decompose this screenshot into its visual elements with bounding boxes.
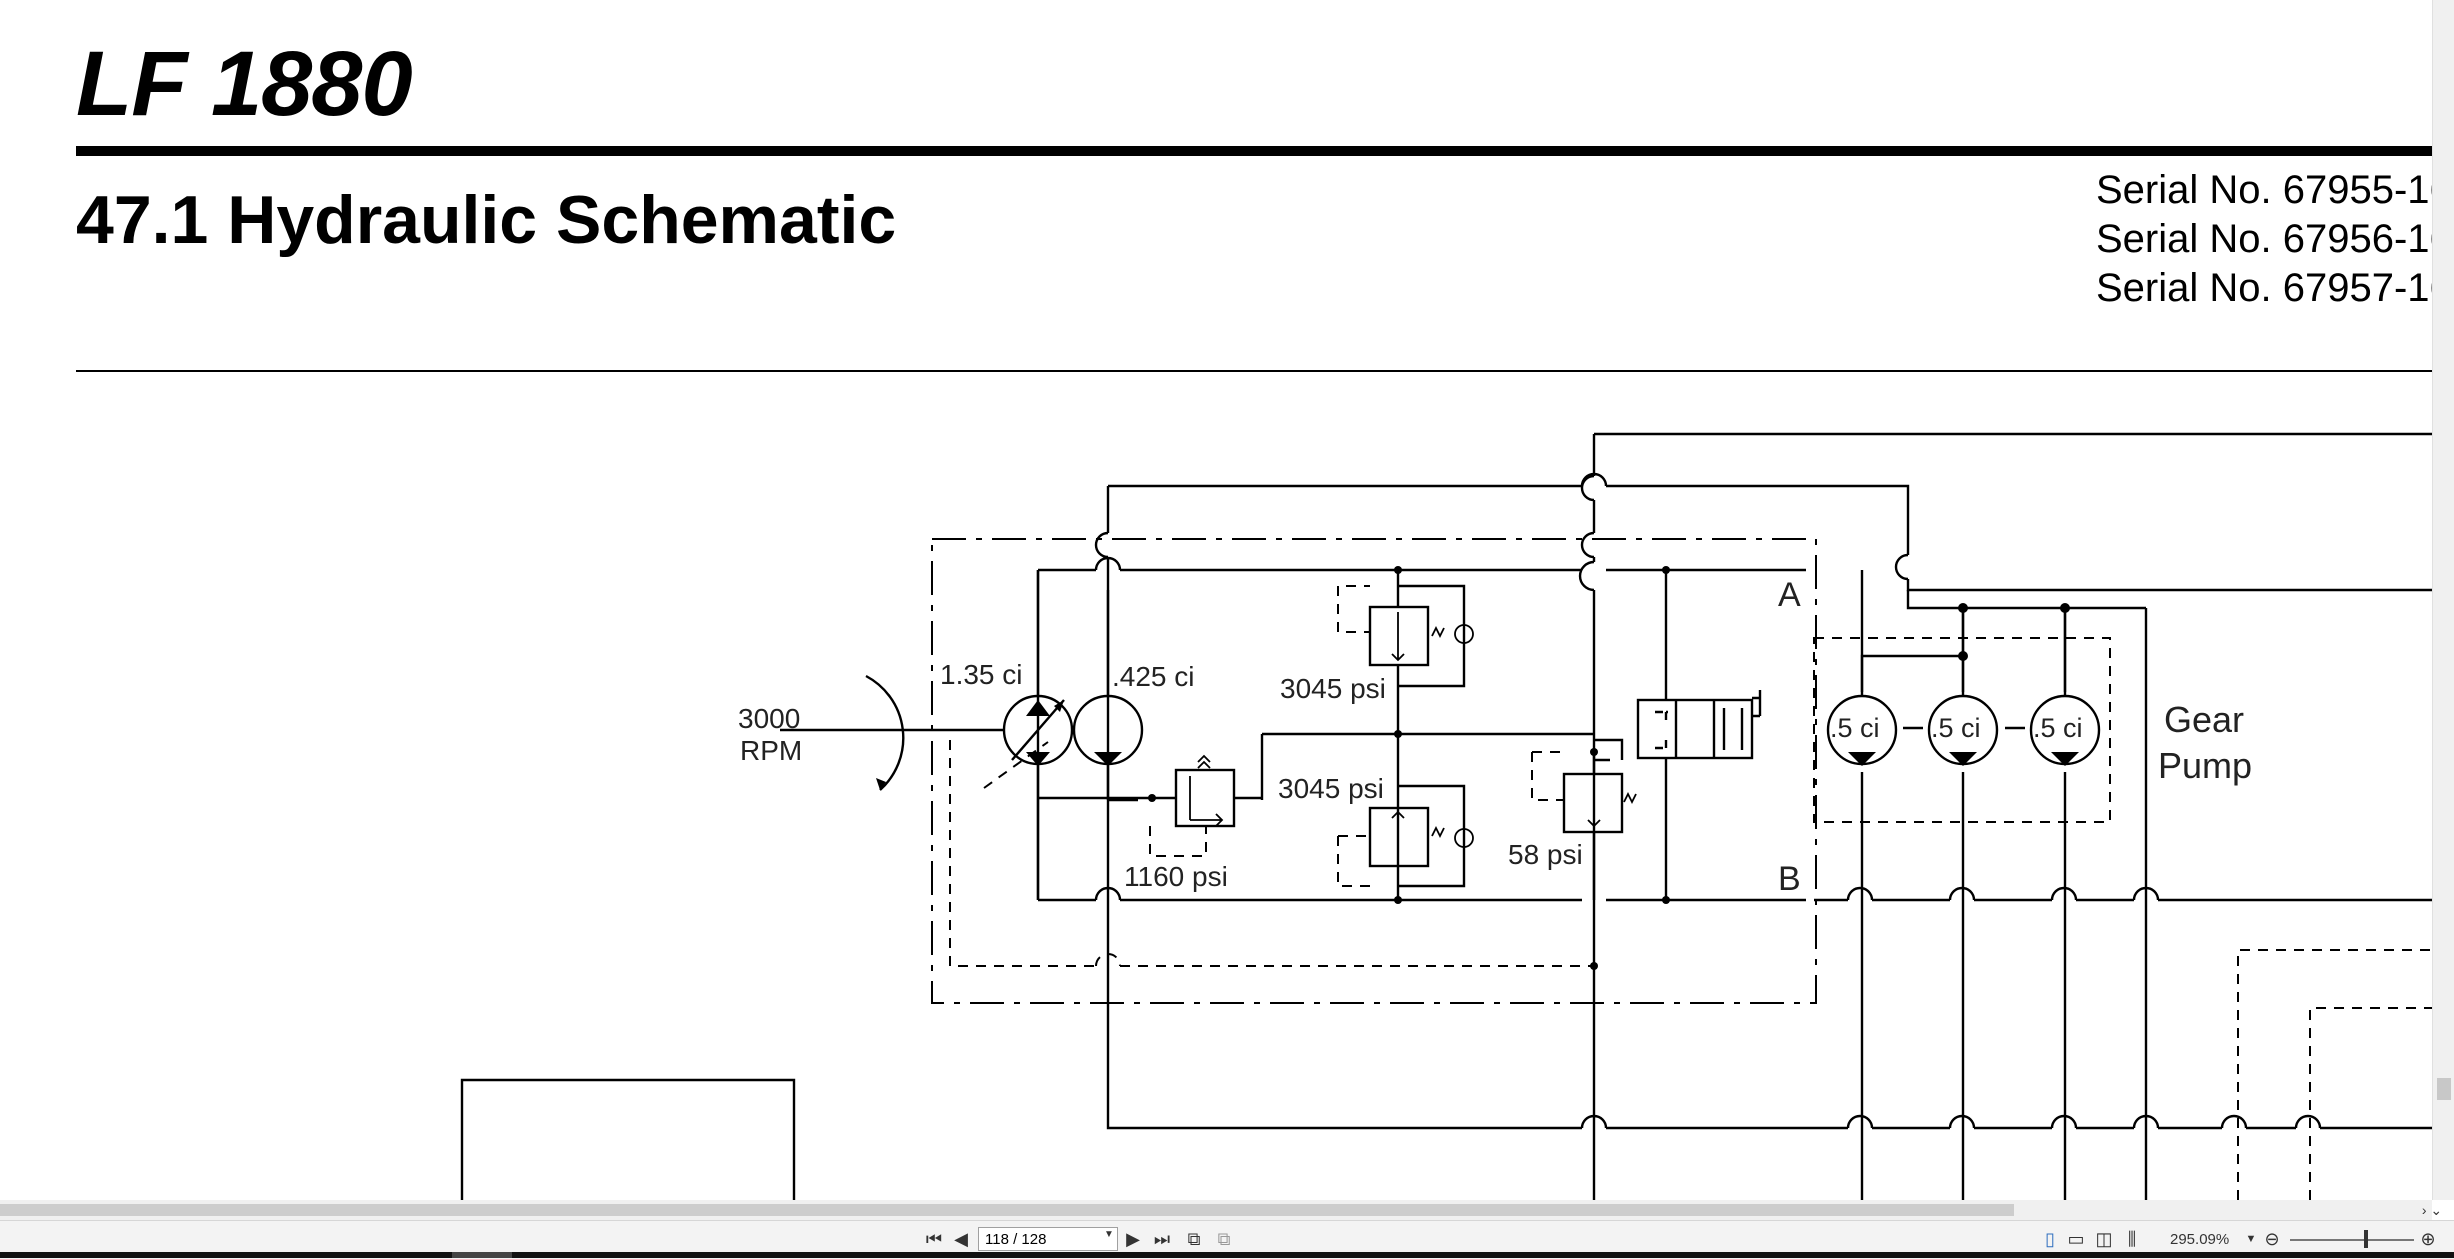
gear-pump-1-label: .5 ci xyxy=(1830,713,1880,743)
section-title: 47.1 Hydraulic Schematic xyxy=(76,182,897,258)
first-page-icon[interactable]: ⏮ xyxy=(925,1228,943,1249)
serial-number: Serial No. 67956-16 xyxy=(2096,217,2432,261)
serial-number: Serial No. 67957-16 xyxy=(2096,266,2432,310)
last-page-icon[interactable]: ⏭ xyxy=(1153,1228,1171,1249)
gear-pump-2-label: .5 ci xyxy=(1931,713,1981,743)
serial-numbers: Serial No. 67955-16 Serial No. 67956-16 … xyxy=(2096,166,2432,313)
window-bottom-edge xyxy=(0,1252,2454,1258)
main-pump-label: 1.35 ci xyxy=(940,659,1023,690)
hydraulic-schematic: 3000 RPM 1.35 ci .425 ci 3045 psi 3045 p… xyxy=(460,432,2432,1200)
gear-pump-3-label: .5 ci xyxy=(2033,713,2083,743)
page-layout-icon[interactable]: ⧉ xyxy=(1217,1228,1231,1249)
zoom-slider-thumb[interactable] xyxy=(2364,1230,2368,1248)
vertical-scrollbar[interactable] xyxy=(2432,0,2454,1200)
page-dropdown-icon[interactable]: ▼ xyxy=(1104,1229,1114,1240)
lower-relief-label: 3045 psi xyxy=(1278,773,1384,804)
document-page: LF 1880 47.1 Hydraulic Schematic Serial … xyxy=(76,33,2432,1200)
rpm-unit-label: RPM xyxy=(740,735,802,766)
upper-relief-label: 3045 psi xyxy=(1280,673,1386,704)
charge-relief-label: 1160 psi xyxy=(1124,861,1228,892)
small-relief-label: 58 psi xyxy=(1508,839,1583,870)
serial-number: Serial No. 67955-16 xyxy=(2096,168,2432,212)
aux-pump-label: .425 ci xyxy=(1112,661,1195,692)
zoom-dropdown-icon[interactable]: ▼ xyxy=(2245,1233,2257,1245)
document-title: LF 1880 xyxy=(76,33,413,135)
continuous-view-icon[interactable]: ▭ xyxy=(2067,1228,2085,1249)
scroll-arrows[interactable]: › ⌄ xyxy=(2421,1202,2443,1218)
two-page-continuous-icon[interactable]: ⫼ xyxy=(2127,1228,2137,1249)
next-page-icon[interactable]: ▶ xyxy=(1126,1228,1140,1249)
horizontal-scroll-thumb[interactable] xyxy=(0,1204,2014,1216)
gear-pump-title-line1: Gear xyxy=(2164,699,2244,740)
vertical-scroll-thumb[interactable] xyxy=(2437,1078,2451,1100)
zoom-out-icon[interactable]: ⊖ xyxy=(2264,1228,2280,1249)
rpm-value-label: 3000 xyxy=(738,703,800,734)
single-page-view-icon[interactable]: ▯ xyxy=(2045,1228,2055,1249)
page-number-input[interactable] xyxy=(978,1227,1118,1251)
port-a-label: A xyxy=(1778,576,1801,614)
zoom-level: 295.09% xyxy=(2170,1231,2230,1248)
horizontal-scrollbar[interactable] xyxy=(0,1200,2432,1220)
title-rule xyxy=(76,146,2432,156)
gear-pump-title-line2: Pump xyxy=(2158,745,2252,786)
page-view-icon[interactable]: ⧉ xyxy=(1187,1228,1201,1249)
previous-page-icon[interactable]: ◀ xyxy=(954,1228,968,1249)
zoom-slider-track[interactable] xyxy=(2290,1239,2414,1241)
port-b-label: B xyxy=(1778,860,1801,898)
header-rule xyxy=(76,370,2432,372)
zoom-in-icon[interactable]: ⊕ xyxy=(2420,1228,2436,1249)
two-page-view-icon[interactable]: ◫ xyxy=(2095,1228,2113,1249)
